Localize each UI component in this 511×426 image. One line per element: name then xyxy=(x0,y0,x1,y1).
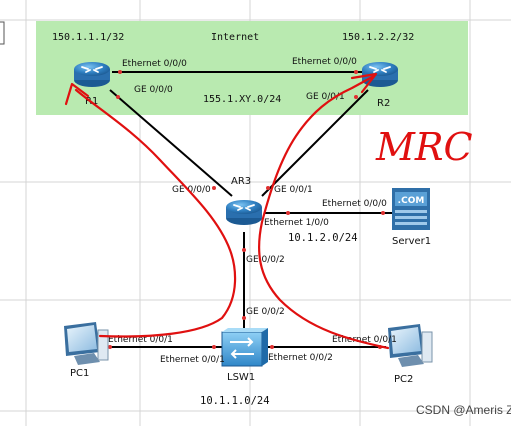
r2-e000-label: Ethernet 0/0/0 xyxy=(292,57,357,67)
lan-subnet-label: 10.1.1.0/24 xyxy=(200,395,270,407)
links xyxy=(108,71,392,348)
router-ar3[interactable] xyxy=(225,199,263,226)
ar3-name: AR3 xyxy=(231,176,251,187)
switch-lsw1[interactable] xyxy=(221,328,268,367)
r1-e000-label: Ethernet 0/0/0 xyxy=(122,59,187,69)
router-r1[interactable] xyxy=(73,61,111,88)
link-r1-ar3 xyxy=(109,89,233,197)
switch-icon xyxy=(221,328,268,367)
red-path-annotations xyxy=(64,72,390,350)
r1-loopback-label: 150.1.1.1/32 xyxy=(52,32,124,43)
r2-ge001-label: GE 0/0/1 xyxy=(306,92,345,102)
ar3-ge001-label: GE 0/0/1 xyxy=(274,185,313,195)
server1[interactable]: .COM xyxy=(392,188,430,230)
router-icon xyxy=(73,61,111,88)
r2-name: R2 xyxy=(377,98,390,109)
wan-subnet-label: 155.1.XY.0/24 xyxy=(203,94,281,105)
r2-loopback-label: 150.1.2.2/32 xyxy=(342,32,414,43)
pc2-e001-label: Ethernet 0/0/1 xyxy=(332,335,397,345)
red-path-left xyxy=(74,88,237,338)
ar3-ge000-label: GE 0/0/0 xyxy=(172,185,211,195)
pc-pc2[interactable] xyxy=(388,324,433,367)
server-icon xyxy=(392,188,430,230)
lsw-e002-label: Ethernet 0/0/2 xyxy=(268,353,333,363)
router-icon xyxy=(225,199,263,226)
red-arrowhead-right xyxy=(350,72,378,94)
window-fragment xyxy=(0,21,5,45)
pc2-name: PC2 xyxy=(394,374,413,385)
lsw-ge002-label: GE 0/0/2 xyxy=(246,307,285,317)
annotation-text: MRC xyxy=(375,125,473,169)
pc-pc1[interactable] xyxy=(64,322,109,365)
pc-icon xyxy=(388,324,433,367)
r1-ge000-label: GE 0/0/0 xyxy=(134,85,173,95)
lsw-e001-label: Ethernet 0/0/1 xyxy=(160,355,225,365)
lsw1-name: LSW1 xyxy=(227,372,255,383)
server-badge: .COM xyxy=(398,196,425,206)
link-r2-ar3 xyxy=(261,89,369,197)
server-subnet-label: 10.1.2.0/24 xyxy=(288,232,358,244)
server-e000-label: Ethernet 0/0/0 xyxy=(322,199,387,209)
pc1-e001-label: Ethernet 0/0/1 xyxy=(108,335,173,345)
pc1-name: PC1 xyxy=(70,368,89,379)
watermark: CSDN @Ameris Z xyxy=(416,403,511,417)
server1-name: Server1 xyxy=(392,236,431,247)
red-arrowhead-left xyxy=(64,82,90,106)
red-path-right xyxy=(257,74,390,350)
internet-label: Internet xyxy=(211,32,259,43)
pc-icon xyxy=(64,322,109,365)
ar3-ge002-label: GE 0/0/2 xyxy=(246,255,285,265)
ar3-e100-label: Ethernet 1/0/0 xyxy=(264,218,329,228)
